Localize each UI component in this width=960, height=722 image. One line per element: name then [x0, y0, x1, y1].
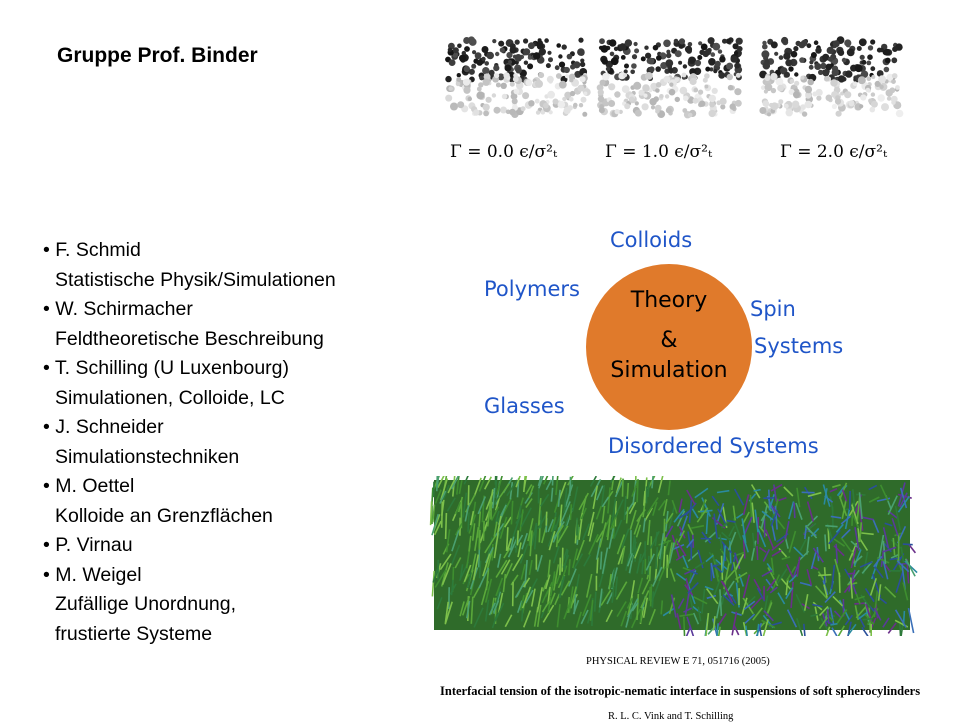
topic-colloids: Colloids: [610, 228, 692, 252]
member-description: Feldtheoretische Beschreibung: [43, 325, 423, 355]
topic-disordered-systems: Disordered Systems: [608, 434, 819, 458]
rod-snapshot: [420, 476, 920, 636]
member-name: • M. Oettel: [43, 472, 423, 502]
paper-authors: R. L. C. Vink and T. Schilling: [608, 711, 733, 722]
topic-systems: Systems: [754, 334, 843, 358]
journal-citation: PHYSICAL REVIEW E 71, 051716 (2005): [586, 656, 770, 667]
membrane-snapshot-1: [445, 36, 591, 118]
paper-title: Interfacial tension of the isotropic-nem…: [440, 684, 920, 699]
page-title: Gruppe Prof. Binder: [57, 44, 258, 68]
topic-polymers: Polymers: [484, 277, 580, 301]
member-name: • F. Schmid: [43, 236, 423, 266]
member-description: frustierte Systeme: [43, 620, 423, 650]
spherocylinder-simulation-figure: [420, 476, 920, 636]
member-name: • P. Virnau: [43, 531, 423, 561]
member-name: • J. Schneider: [43, 413, 423, 443]
gamma-label-1: Γ = 0.0 ϵ/σ²ₜ: [450, 142, 557, 162]
member-description: Simulationstechniken: [43, 443, 423, 473]
gamma-label-2: Γ = 1.0 ϵ/σ²ₜ: [605, 142, 712, 162]
circle-label-simulation: Simulation: [586, 358, 752, 383]
gamma-label-3: Γ = 2.0 ϵ/σ²ₜ: [780, 142, 887, 162]
member-name: • M. Weigel: [43, 561, 423, 591]
member-description: Simulationen, Colloide, LC: [43, 384, 423, 414]
member-description: Kolloide an Grenzflächen: [43, 502, 423, 532]
circle-label-amp: &: [586, 328, 752, 353]
topic-diagram: Theory & Simulation Colloids Polymers Sp…: [470, 222, 890, 472]
membrane-simulation-figure: Γ = 0.0 ϵ/σ²ₜ Γ = 1.0 ϵ/σ²ₜ Γ = 2.0 ϵ/σ²…: [440, 30, 910, 180]
member-description: Zufällige Unordnung,: [43, 590, 423, 620]
member-description: Statistische Physik/Simulationen: [43, 266, 423, 296]
member-name: • W. Schirmacher: [43, 295, 423, 325]
member-name: • T. Schilling (U Luxenbourg): [43, 354, 423, 384]
topic-spin: Spin: [750, 297, 796, 321]
membrane-snapshot-2: [597, 37, 743, 118]
topic-glasses: Glasses: [484, 394, 565, 418]
circle-label-theory: Theory: [586, 288, 752, 313]
membrane-snapshot-3: [759, 36, 903, 117]
